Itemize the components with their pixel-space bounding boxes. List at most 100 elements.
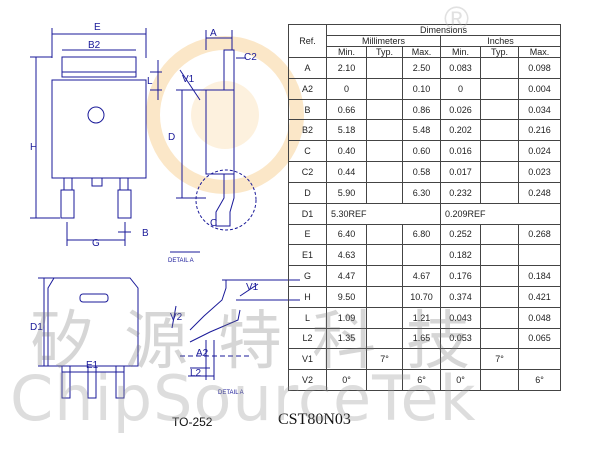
value-cell: 0.86 [402,98,441,121]
value-cell: 0.252 [440,223,481,246]
value-cell: 0.017 [440,161,481,183]
value-cell: 0.182 [440,244,481,267]
table-header-row-3: Min. Typ. Max. Min. Typ. Max. [289,46,562,58]
value-cell: 0.016 [440,140,481,163]
value-cell: 0.421 [517,285,562,308]
ref-header: Ref. [288,24,327,58]
value-cell [480,265,519,287]
ref-cell: D1 [288,202,327,225]
part-number: CST80N03 [278,411,351,428]
value-cell [366,161,403,183]
value-cell [517,244,562,267]
value-cell: 0.023 [517,161,562,183]
table-header-row-1: Ref. Dimensions [288,24,562,58]
ref-cell: E [288,223,327,246]
value-cell: 0.176 [440,265,481,287]
value-cell: 0.10 [402,77,441,100]
label-A: A [210,28,217,39]
value-cell: 0.44 [326,161,367,183]
label-B2: B2 [88,40,101,51]
value-cell: 0 [440,77,481,100]
bottom-view-slot [79,293,109,303]
value-cell: 0.083 [440,57,481,79]
value-cell: 0.58 [402,161,441,183]
value-cell: 5.18 [326,119,367,142]
value-cell [480,244,519,267]
mm-header: Millimeters [326,35,441,47]
ref-cell: B2 [288,119,327,142]
label-H: H [30,142,37,153]
label-L2: L2 [190,368,202,379]
ref-cell: D [288,181,327,204]
value-cell: 0.248 [517,181,562,204]
value-cell [366,140,403,163]
value-cell: 0.184 [517,265,562,287]
value-cell [366,119,403,142]
value-cell: 4.67 [402,265,441,287]
value-cell: 0.40 [326,140,367,163]
value-cell [366,265,403,287]
value-cell: 5.30REF [326,202,441,225]
value-cell [480,181,519,204]
value-cell: 0.034 [517,98,562,121]
value-cell [480,161,519,183]
value-cell: 5.48 [402,119,441,142]
sub-header: Typ. [366,46,403,58]
value-cell: 6° [517,369,562,391]
value-cell [480,119,519,142]
label-D: D [168,132,175,143]
value-cell: 5.90 [326,181,367,204]
label-V1: V1 [182,74,195,85]
label-V1-detail: V1 [246,282,259,293]
value-cell: 0.004 [517,77,562,100]
value-cell: 4.47 [326,265,367,287]
dimensions-table: Ref. Dimensions Millimeters Inches Min. … [288,24,562,391]
label-G: G [92,238,100,249]
value-cell: 0.66 [326,98,367,121]
lead-right [117,189,132,219]
lead-left [60,189,75,219]
value-cell: 6.80 [402,223,441,246]
label-A2: A2 [196,348,209,359]
value-cell [480,140,519,163]
ref-cell: G [288,265,327,287]
sub-header: Typ. [480,46,519,58]
bottom-lead-1 [61,365,71,399]
value-cell [366,223,403,246]
mounting-hole [87,106,105,124]
value-cell: 6.30 [402,181,441,204]
sub-header: Min. [440,46,481,58]
value-cell [366,181,403,204]
value-cell: 2.50 [402,57,441,79]
table-header-row-2: Millimeters Inches [289,35,562,47]
value-cell [480,223,519,246]
value-cell: 4.63 [326,244,367,267]
value-cell: 6.40 [326,223,367,246]
label-B: B [142,228,149,239]
label-L: L [147,76,153,87]
watermark-cjk: 矽源特科技 [30,305,500,379]
label-V2: V2 [170,312,183,323]
ref-cell: C [288,140,327,163]
label-C2: C2 [244,52,257,63]
top-view-body [51,79,147,179]
package-name: TO-252 [172,415,213,429]
watermark-latin: ChipSourceTek [10,362,477,435]
sub-header: Min. [326,46,367,58]
value-cell [366,244,403,267]
value-cell: 0.024 [517,140,562,163]
value-cell [366,98,403,121]
value-cell: 0.232 [440,181,481,204]
value-cell: 0.209REF [439,202,562,225]
ref-cell: C2 [288,161,327,183]
